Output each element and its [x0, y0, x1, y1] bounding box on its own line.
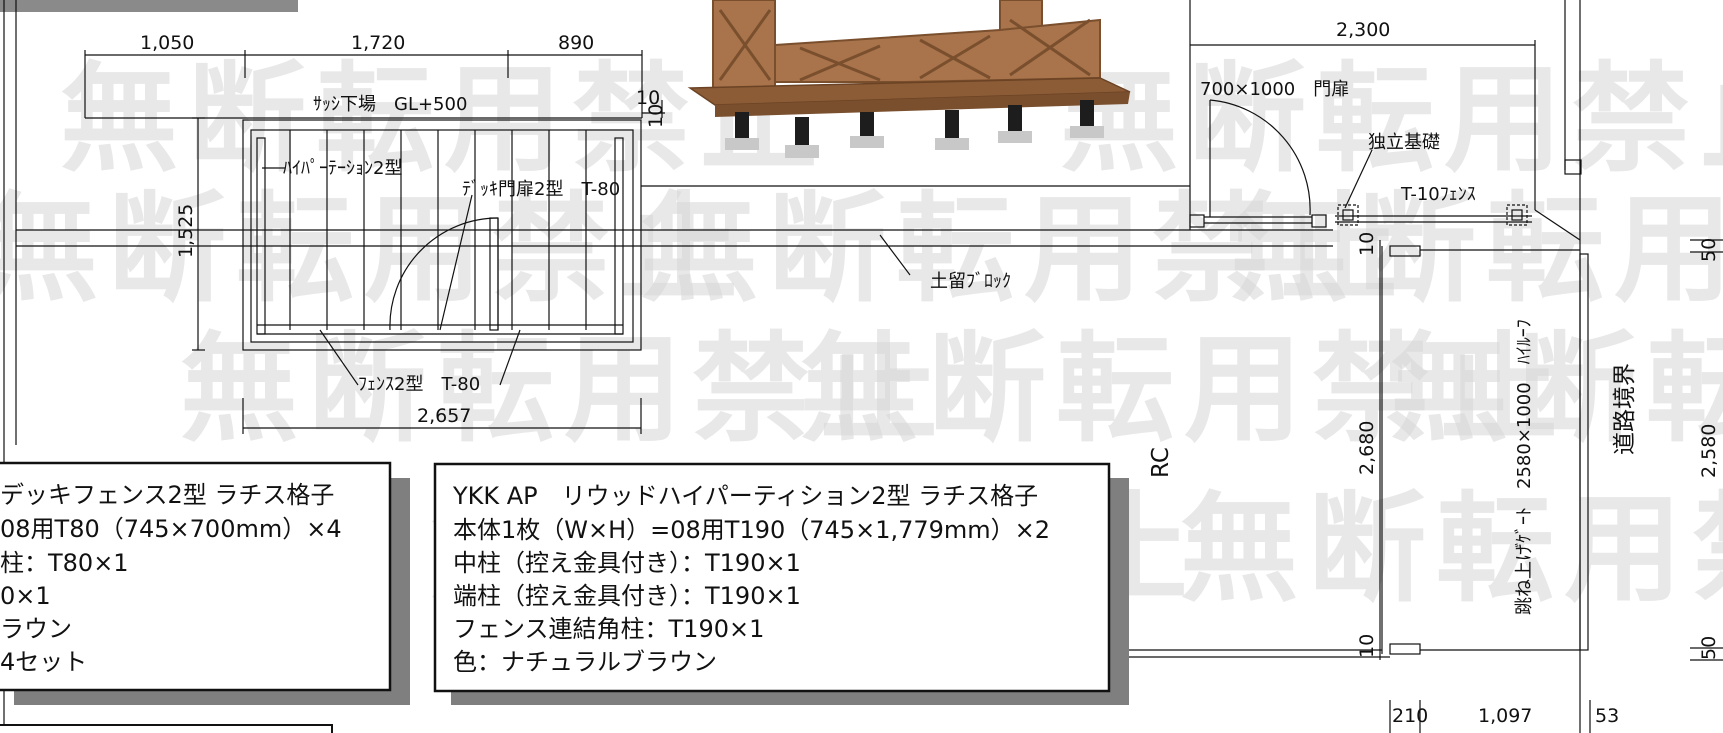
spec-left-line: 08用T80（745×700mm）×4	[0, 515, 342, 543]
watermark: 無断転用禁止	[180, 320, 948, 458]
watermark: 無断転用禁止	[0, 180, 748, 318]
label-fence2: ﾌｪﾝｽ2型 T-80	[358, 374, 480, 395]
label-retaining-block: 土留ﾌﾞﾛｯｸ	[930, 271, 1011, 292]
spec-right-line: 中柱（控え金具付き）：T190×1	[453, 549, 801, 577]
spec-box-right: YKK AP リウッドハイパーティション2型 ラチス格子 本体1枚（W×H）=0…	[433, 462, 1129, 705]
dim-2580: 2,580	[1698, 424, 1720, 478]
watermark: 無断転用禁止	[1180, 480, 1723, 618]
spec-box-left: デッキフェンス2型 ラチス格子 08用T80（745×700mm）×4 柱：T8…	[0, 461, 410, 705]
label-sash: ｻｯｼ下場 GL+500	[313, 94, 467, 115]
plan-lines	[3, 0, 1723, 733]
watermark: 無断転用禁止	[60, 50, 828, 188]
dim-1050: 1,050	[140, 32, 194, 54]
label-road-boundary: 道路境界	[1612, 363, 1638, 455]
spec-right-line: フェンス連結角柱：T190×1	[453, 615, 764, 643]
label-flip-gate: 跳ね上げｹﾞｰﾄ 2580×1000 ﾊｲﾙｰﾌ	[1514, 319, 1535, 615]
watermark: 無断転用禁止	[800, 320, 1568, 458]
dim-1720: 1,720	[351, 32, 405, 54]
dim-2657: 2,657	[417, 405, 471, 427]
spec-left-line: 柱：T80×1	[0, 549, 129, 577]
spec-right-line: 色：ナチュラルブラウン	[453, 648, 717, 676]
spec-left-line: ラウン	[0, 615, 72, 643]
dim-10-gate-top: 10	[1356, 232, 1378, 256]
dim-1525: 1,525	[175, 204, 197, 258]
label-foundation: 独立基礎	[1368, 132, 1440, 153]
spec-left-line: デッキフェンス2型 ラチス格子	[0, 481, 334, 509]
dim-2300: 2,300	[1336, 19, 1390, 41]
spec-right-line: 本体1枚（W×H）=08用T190（745×1,779mm）×2	[453, 516, 1050, 544]
label-gate-700: 700×1000 門扉	[1200, 79, 1349, 100]
watermark: 無断転用禁止	[1060, 50, 1723, 188]
watermark: 無断転用禁止	[640, 180, 1408, 318]
dim-210: 210	[1392, 705, 1428, 727]
label-rc: RC	[1148, 447, 1174, 478]
dim-10-b: 10	[645, 104, 667, 128]
header-gray-block	[0, 0, 298, 12]
spec-right-line: 端柱（控え金具付き）：T190×1	[453, 582, 801, 610]
dim-10-gate-bottom: 10	[1356, 634, 1378, 658]
dim-50-bottom: 50	[1698, 636, 1720, 660]
dim-2680: 2,680	[1356, 421, 1378, 475]
watermark: 無断転用禁止	[1230, 180, 1723, 318]
spec-left-line: 4セット	[0, 648, 87, 676]
spec-left-line: 0×1	[0, 582, 51, 610]
dim-1097: 1,097	[1478, 705, 1532, 727]
label-deck-gate: ﾃﾞｯｷ門扉2型 T-80	[462, 179, 620, 200]
deck-illustration	[687, 0, 1131, 158]
dim-50-top: 50	[1698, 238, 1720, 262]
dim-53: 53	[1595, 705, 1619, 727]
watermark: 無断転用禁止	[1390, 320, 1723, 458]
spec-right-line: YKK AP リウッドハイパーティション2型 ラチス格子	[452, 482, 1038, 510]
dim-890: 890	[558, 32, 594, 54]
dim-10-a: 10	[636, 87, 660, 109]
label-hi-partition: ﾊｲﾊﾟｰﾃｰｼｮﾝ2型	[283, 158, 402, 179]
spec-box-bottom-partial	[0, 724, 333, 733]
label-t10-fence: T-10ﾌｪﾝｽ	[1400, 184, 1476, 205]
